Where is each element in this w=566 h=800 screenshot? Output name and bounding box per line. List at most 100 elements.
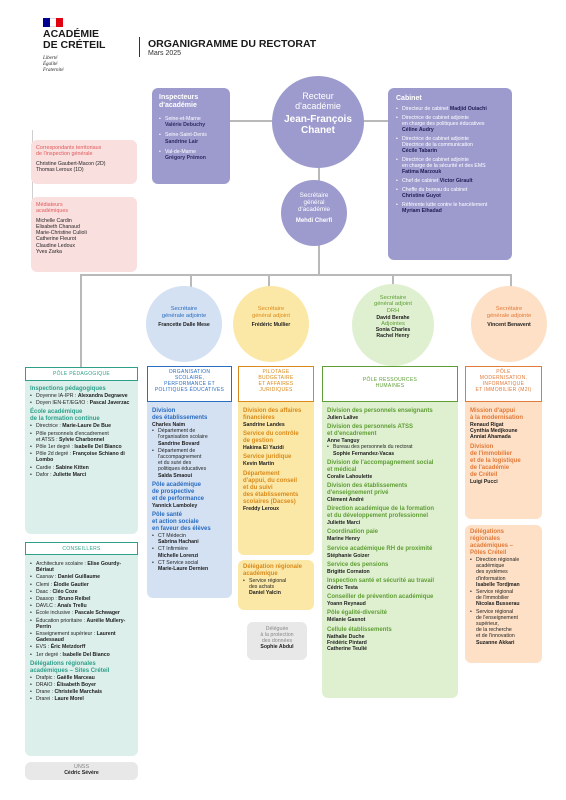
correspondant-name: Christine Gaubert-Macon (2D): [36, 160, 106, 167]
mediateur-name: Marie-Christine Culioli: [36, 230, 87, 237]
sga-circle-2: Secrétaire général adjoint Frédéric Mull…: [233, 286, 309, 362]
section-heading: Division des affaires financières: [243, 408, 302, 421]
correspondant-name: Thomas Leroux (1D): [36, 167, 84, 174]
unss-box: UNSS Cédric Sévère: [25, 762, 138, 780]
person-name: Sandrine Landes: [243, 422, 285, 428]
protection-donnees-box: Déléguée à la protection des données Sop…: [247, 622, 307, 660]
list-item: Daasop : Bruno Reibel: [30, 596, 133, 602]
person-name: Brigitte Cornaton: [327, 568, 370, 575]
section: Division des personnels ATSS et d'encadr…: [327, 424, 453, 457]
list-item: DRAIO : Élisabeth Boyer: [30, 682, 133, 688]
person-name: Stéphanie Goizer: [327, 552, 370, 559]
section-heading: Délégations régionales académiques – Pôl…: [470, 529, 514, 556]
list-item: Éducation prioritaire : Aurélie Mullery-…: [30, 618, 133, 630]
connector: [268, 274, 270, 288]
section-heading: Inspections pédagogiques: [30, 386, 106, 392]
mediateur-name: Claudine Ledoux: [36, 242, 75, 249]
pole-modernisation-header: PÔLE MODERNISATION, INFORMATIQUE ET IMMO…: [465, 366, 542, 402]
list-item: Drane : Christelle Marchais: [30, 689, 133, 695]
connector: [190, 274, 192, 288]
section-heading: Conseiller de prévention académique: [327, 594, 434, 601]
correspondants-box: Correspondants territoriaux de l'inspect…: [31, 140, 137, 184]
section-heading: Service juridique: [243, 454, 292, 461]
pole-pilotage-header: PILOTAGE BUDGÉTAIRE ET AFFAIRES JURIDIQU…: [238, 366, 314, 402]
pole-pedagogique-header: PÔLE PÉDAGOGIQUE: [25, 367, 138, 381]
sga-name: Francette Dalle Mese: [158, 322, 210, 329]
protection-title: Déléguée à la protection des données: [260, 626, 294, 644]
sga-adjointes: Sonia Charles Rachel Henry: [375, 327, 411, 340]
section-heading: Division des établissements d'enseigneme…: [327, 483, 408, 497]
section-heading: Pôle académique de prospective et de per…: [152, 481, 205, 502]
cabinet-item: Référente lutte contre le harcèlementMyr…: [396, 202, 504, 214]
cabinet-item: Directeur de cabinet Madjid Ouiachi: [396, 106, 504, 112]
item-label: Seine-Saint-Denis: [165, 132, 207, 139]
unss-title: UNSS: [73, 764, 90, 770]
person-name: Yoann Reynaud: [327, 601, 366, 608]
person-name: Juliette Marci: [327, 520, 361, 527]
item-label: Seine-et-Marne: [165, 116, 201, 122]
section-heading: Inspection santé et sécurité au travail: [327, 578, 435, 585]
correspondants-title: Correspondants territoriaux de l'inspect…: [36, 145, 102, 158]
item-name: Grégory Prémon: [165, 155, 206, 162]
section: Pôle santé et action sociale en faveur d…: [152, 512, 227, 572]
conseillers-box: Architecture scolaire : Elise Gourdy-Bér…: [25, 548, 138, 756]
list-item: Enseignement supérieur : Laurent Gadessa…: [30, 631, 133, 643]
section-heading: École académique de la formation continu…: [30, 409, 100, 423]
item-name: Valérie Debuchy: [165, 122, 206, 129]
section-heading: Direction académique de la formation et …: [327, 506, 435, 520]
brand-name: ACADÉMIE DE CRÉTEIL: [43, 28, 106, 51]
person-name: Coralie Lahoulette: [327, 473, 373, 480]
list-item: Drafpic : Gaëlle Marceau: [30, 675, 133, 681]
modern-delegation-box: Délégations régionales académiques – Pôl…: [465, 525, 542, 663]
item-name: Sandrine Lair: [165, 138, 199, 145]
page-title: ORGANIGRAMME DU RECTORAT: [148, 38, 317, 50]
cabinet-item: Directrice de cabinet adjointeDirectrice…: [396, 136, 504, 155]
conseillers-header: CONSEILLERS: [25, 542, 138, 555]
list-item: Clemi : Élodie Gautier: [30, 582, 133, 588]
person-name: Julien Lalive: [327, 415, 359, 421]
list-item: École inclusive : Pascale Schwager: [30, 610, 133, 616]
peda-list-1: Doyenne IA-IPR : Alexandra DegraeveDoyen…: [30, 393, 133, 407]
section-heading: Service académique RH de proximité: [327, 545, 433, 552]
sga-circle-3: Secrétaire général adjoint DRH David Ber…: [352, 284, 434, 366]
section-heading: Service du contrôle de gestion: [243, 431, 299, 445]
recteur-role: Recteur d'académie: [295, 91, 341, 111]
connector: [392, 274, 394, 288]
section: Division de l'accompagnement social et m…: [327, 460, 453, 480]
list-item: Département del'organisation scolaireSan…: [152, 428, 227, 447]
section-heading: Division des personnels enseignants: [327, 408, 433, 414]
person-name: Clément André: [327, 497, 364, 504]
list-item: EVS : Éric Metzdorff: [30, 644, 133, 650]
section-heading: Pôle santé et action sociale en faveur d…: [152, 512, 211, 533]
section-heading: Délégation régionale académique: [243, 564, 303, 577]
section-heading: Délégations régionales académiques – Sit…: [30, 660, 110, 674]
connector: [32, 130, 33, 260]
sga-name: David Berahe: [376, 315, 410, 322]
mediateur-name: Michelle Cardin: [36, 217, 72, 224]
sga-role: Secrétaire général adjoint: [251, 306, 291, 319]
pilotage-delegation-box: Délégation régionale académique Service …: [238, 560, 314, 610]
